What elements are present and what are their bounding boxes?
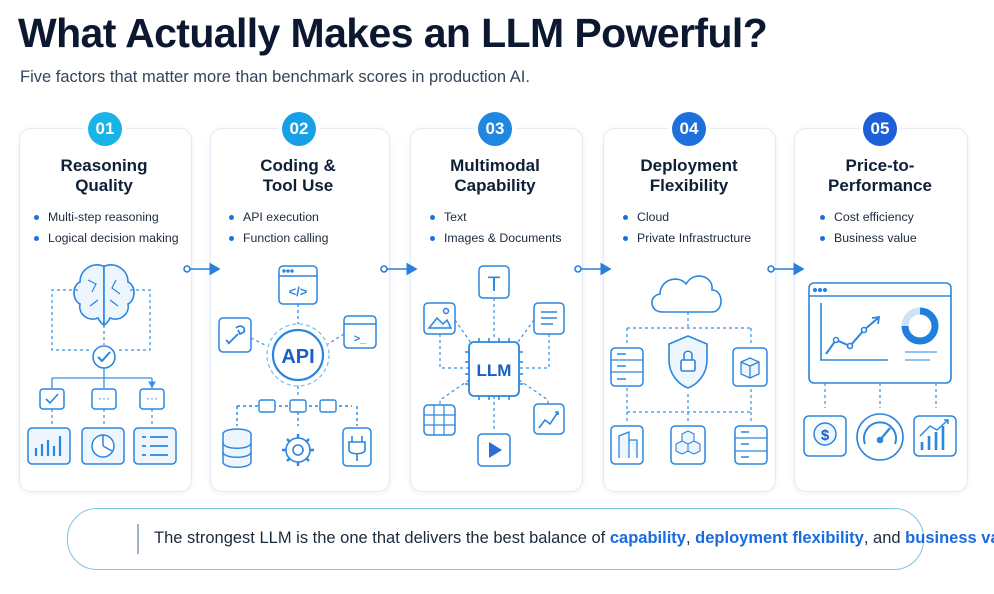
image-icon [423, 302, 456, 335]
card-title-line: Flexibility [649, 176, 729, 195]
dashboard-window-icon [808, 282, 952, 384]
api-connectors [250, 333, 345, 398]
deployment-connectors [626, 312, 752, 424]
reasoning-tree [51, 368, 152, 388]
cubes-icon [670, 425, 706, 465]
bar-chart-icon [27, 427, 71, 465]
card-number-badge: 02 [282, 112, 316, 146]
trend-chart-icon [533, 403, 565, 435]
card-title: Price-to-Performance [810, 156, 950, 196]
connector-arrow-4-5 [767, 262, 805, 276]
banner-highlight-deployment: deployment flexibility [695, 529, 864, 547]
summary-banner [67, 508, 924, 570]
code-glyph: </> [289, 284, 308, 299]
text-glyph: T [488, 273, 501, 296]
legend-lines [905, 351, 937, 361]
reasoning-connectors [51, 289, 151, 351]
card-number-badge: 05 [863, 112, 897, 146]
brain-icon [73, 264, 135, 327]
pipeline-nodes [236, 399, 358, 426]
plug-icon [342, 427, 372, 467]
donut-chart-icon [901, 307, 939, 345]
connector-arrow-3-4 [574, 262, 612, 276]
server-icon [610, 347, 644, 387]
document-icon [533, 302, 565, 335]
line-chart-icon [820, 303, 888, 361]
card-bullet: Cloud [622, 210, 670, 224]
page-subtitle: Five factors that matter more than bench… [20, 68, 530, 86]
box-stack-icon [732, 347, 768, 387]
ellipsis-icon: ··· [98, 391, 110, 405]
cloud-icon [651, 275, 722, 313]
card-bullet: Private Infrastructure [622, 231, 752, 245]
page-title: What Actually Makes an LLM Powerful? [18, 10, 768, 56]
dollar-glyph: $ [821, 427, 830, 444]
check-circle-icon [92, 345, 116, 369]
api-hub [266, 323, 330, 387]
database-icon [222, 428, 252, 468]
api-label: API [281, 346, 314, 368]
banner-divider [137, 524, 139, 554]
video-play-icon [477, 433, 511, 467]
card-title-line: Tool Use [262, 176, 334, 195]
banner-highlight-business: business value [905, 529, 994, 547]
shield-lock-icon [668, 335, 708, 389]
card-bullet: API execution [229, 210, 319, 224]
banner-prefix: The strongest LLM is the one that delive… [154, 529, 610, 547]
wrench-icon [218, 317, 252, 353]
card-bullet: Logical decision making [34, 231, 179, 245]
card-title-line: Coding & [260, 156, 336, 175]
server-rack-icon [734, 425, 768, 465]
card-title-line: Capability [454, 176, 536, 195]
card-number-badge: 03 [478, 112, 512, 146]
check-icon [45, 393, 59, 405]
code-window-icon [278, 265, 318, 305]
list-icon [133, 427, 177, 465]
banner-separator: , and [863, 529, 906, 547]
connector-arrow-2-3 [380, 262, 418, 276]
price-connectors [824, 383, 937, 408]
card-bullet: Cost efficiency [820, 210, 914, 224]
gauge-icon [856, 413, 904, 461]
table-icon [423, 404, 456, 436]
card-title-line: Reasoning [60, 156, 148, 175]
gear-icon [282, 434, 314, 466]
growth-chart-icon [913, 415, 957, 457]
ellipsis-icon: ··· [146, 391, 158, 405]
llm-label: LLM [477, 361, 512, 380]
decision-connectors [51, 409, 153, 426]
card-bullet: Function calling [228, 231, 329, 245]
card-title: Coding &Tool Use [228, 156, 368, 196]
card-title-line: Deployment [640, 156, 738, 175]
card-title-line: Quality [75, 176, 133, 195]
card-bullet: Business value [820, 231, 917, 245]
card-title-line: Multimodal [450, 156, 540, 175]
terminal-glyph: >_ [354, 333, 367, 345]
building-icon [610, 425, 644, 465]
dollar-icon [803, 415, 847, 457]
terminal-icon [343, 315, 377, 349]
decision-boxes [39, 388, 165, 410]
card-bullet: Text [430, 210, 467, 224]
card-bullet: Images & Documents [430, 231, 562, 245]
card-number-badge: 04 [672, 112, 706, 146]
banner-highlight-capability: capability [609, 529, 686, 547]
connector-arrow-1-2 [183, 262, 221, 276]
pie-chart-icon [81, 427, 125, 465]
llm-chip-icon [465, 338, 523, 400]
check-icon [97, 351, 111, 363]
card-number-badge: 01 [88, 112, 122, 146]
banner-separator: , [685, 529, 696, 547]
card-bullet: Multi-step reasoning [34, 210, 159, 224]
card-title-line: Price-to- [845, 156, 915, 175]
card-title-line: Performance [828, 176, 932, 195]
banner-text: The strongest LLM is the one that delive… [154, 529, 994, 548]
